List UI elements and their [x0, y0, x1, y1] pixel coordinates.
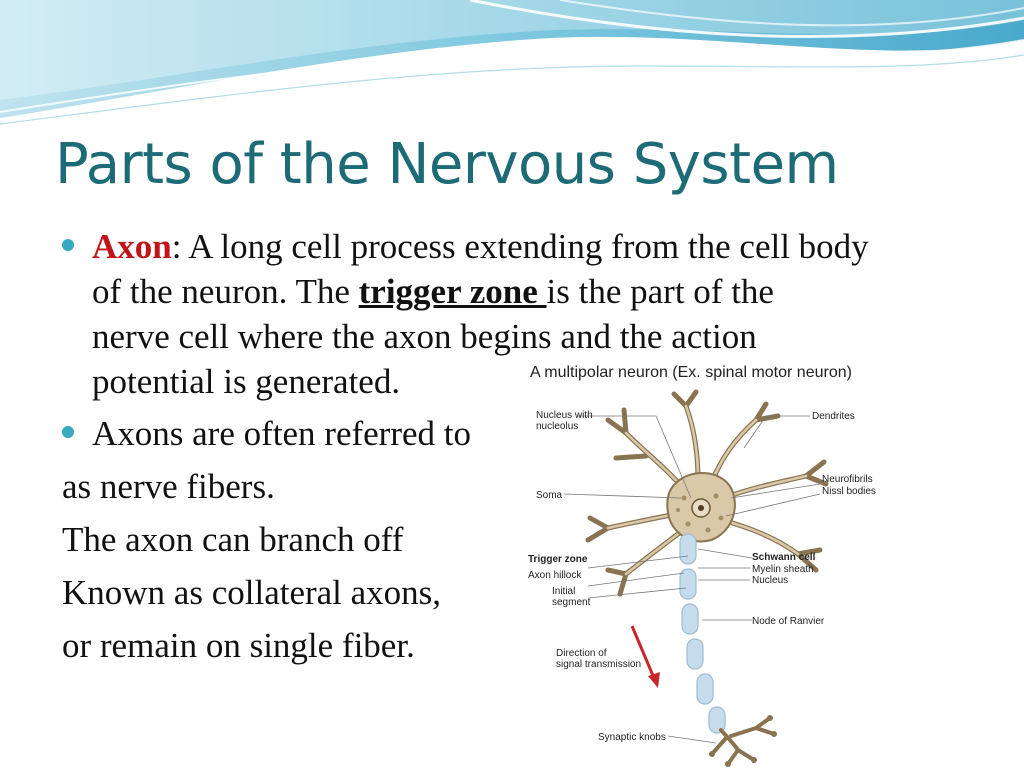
neuron-illustration	[563, 389, 829, 767]
label-soma: Soma	[536, 490, 563, 501]
bullet-axon-line-2: of the neuron. The trigger zone is the p…	[92, 269, 982, 314]
label-axon-hillock: Axon hillock	[528, 570, 582, 581]
label-line: Nucleus with	[536, 410, 593, 421]
label-nucleus: Nucleus	[752, 575, 789, 586]
label-trigger-zone: Trigger zone	[528, 554, 588, 565]
bullet-icon	[62, 239, 74, 251]
header-wave-decoration	[0, 0, 1024, 125]
label-line: nucleolus	[536, 421, 579, 432]
label-node-of-ranvier: Node of Ranvier	[752, 616, 825, 627]
bullet-axon-line-3: nerve cell where the axon begins and the…	[92, 317, 757, 356]
bullet-nerve-fibers-line: Axons are often referred to	[92, 414, 471, 453]
bullet-nerve-fibers: Axons are often referred to	[62, 411, 982, 456]
term-trigger-zone: trigger zone	[358, 272, 547, 311]
trigger-zone-rest: is the part of the	[546, 272, 774, 311]
slide-body: Axon: A long cell process extending from…	[62, 224, 982, 672]
label-line: segment	[552, 597, 591, 608]
label-myelin-sheath: Myelin sheath	[752, 564, 814, 575]
label-line: Direction of	[556, 648, 607, 659]
neuron-diagram: A multipolar neuron (Ex. spinal motor ne…	[516, 358, 941, 768]
label-schwann-cell: Schwann cell	[752, 552, 816, 563]
label-neurofibrils: Neurofibrils	[822, 474, 873, 485]
label-dendrites: Dendrites	[812, 411, 855, 422]
bullet-axon-line-1: Axon: A long cell process extending from…	[92, 224, 982, 269]
bullet-axon: Axon: A long cell process extending from…	[62, 224, 982, 404]
label-nissl-bodies: Nissl bodies	[822, 486, 876, 497]
slide-title: Parts of the Nervous System	[55, 132, 839, 197]
label-synaptic-knobs: Synaptic knobs	[598, 732, 666, 743]
trigger-zone-lead: of the neuron. The	[92, 272, 359, 311]
label-line: Initial	[552, 586, 576, 597]
bullet-icon	[62, 426, 74, 438]
term-axon: Axon	[92, 227, 172, 266]
body-line: Known as collateral axons,	[62, 573, 442, 612]
body-line: as nerve fibers.	[62, 467, 275, 506]
bullet-axon-line-4: potential is generated.	[92, 362, 401, 401]
diagram-title: A multipolar neuron (Ex. spinal motor ne…	[530, 364, 852, 381]
body-line: The axon can branch off	[62, 520, 404, 559]
body-line: or remain on single fiber.	[62, 626, 415, 665]
label-line: signal transmission	[556, 659, 642, 670]
axon-definition-start: : A long cell process extending from the…	[171, 227, 869, 266]
